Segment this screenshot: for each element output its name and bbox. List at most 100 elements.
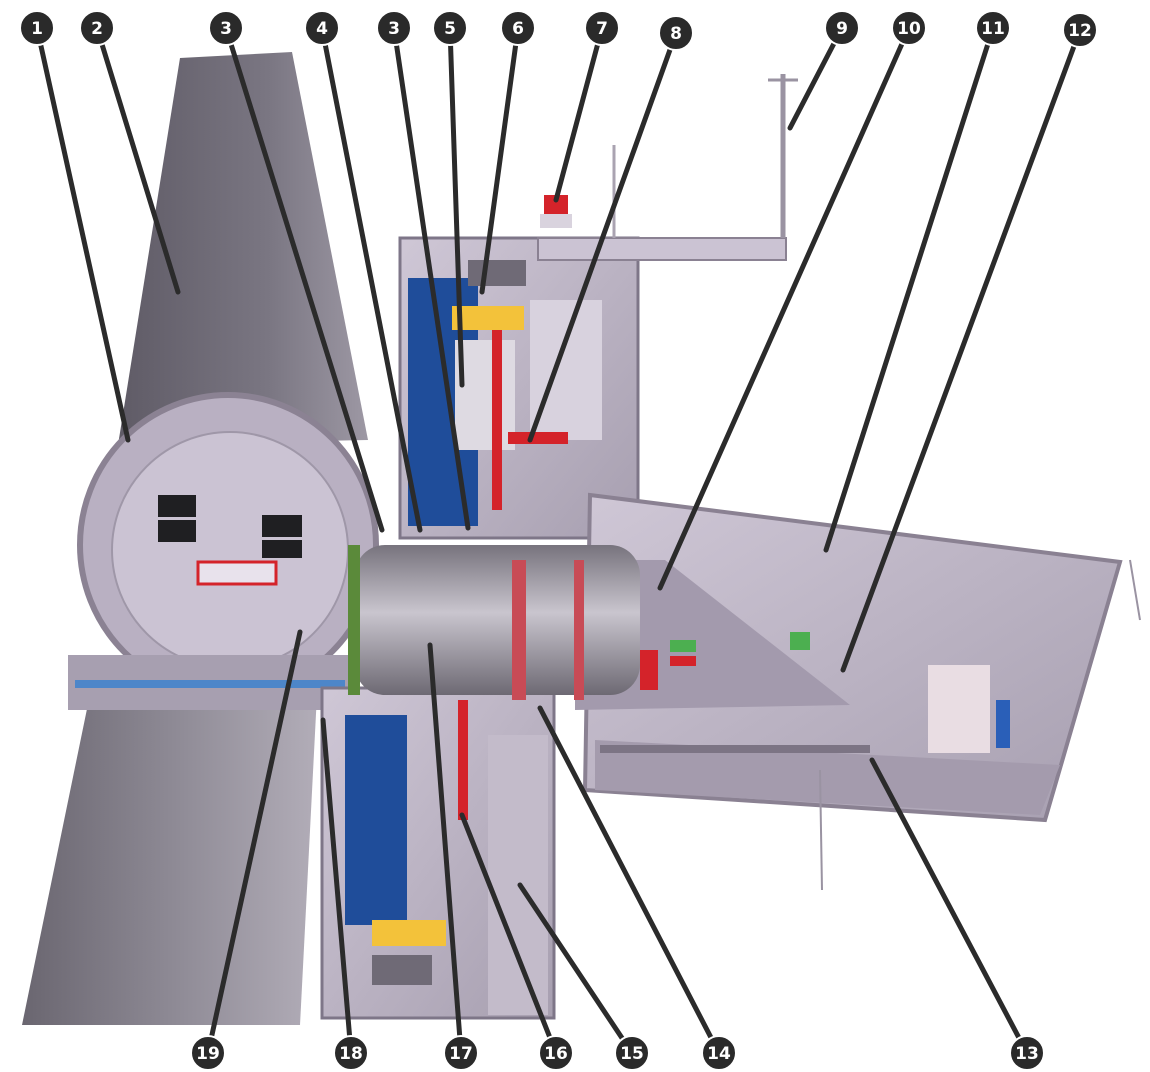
red-indicator: [670, 656, 696, 666]
leader-line-16: [459, 812, 559, 1056]
callout-number: 11: [981, 19, 1005, 39]
callout-number: 5: [444, 19, 456, 39]
leader-lines: [34, 25, 1083, 1056]
leader-line-5: [447, 25, 465, 388]
upper-blade: [118, 52, 368, 445]
callout-18: 18: [333, 1035, 369, 1071]
callout-badge: [1009, 1035, 1045, 1071]
tower-rod: [819, 769, 823, 891]
callout-badge: [79, 10, 115, 46]
hub-plate-right-upper: [262, 515, 302, 537]
callout-number: 1: [31, 19, 43, 39]
callout-number: 4: [316, 19, 328, 39]
lower-yellow-block: [372, 920, 446, 946]
upper-slide: [455, 340, 515, 450]
callout-badge: [376, 10, 412, 46]
leader-line-8: [527, 30, 679, 443]
callout-9: 9: [824, 10, 860, 46]
callout-badge: [1062, 12, 1098, 48]
callout-5: 5: [432, 10, 468, 46]
lower-blade: [22, 670, 318, 1025]
leader-line-14: [537, 705, 722, 1056]
callout-12: 12: [1062, 12, 1098, 48]
callout-badge: [975, 10, 1011, 46]
leader-line-19: [205, 629, 303, 1056]
rear-rail: [600, 745, 870, 753]
callout-2: 2: [79, 10, 115, 46]
leader-line-7: [553, 25, 605, 203]
leader-line-3: [223, 25, 385, 533]
callout-number: 14: [707, 1044, 731, 1064]
callout-17: 17: [443, 1035, 479, 1071]
callout-15: 15: [614, 1035, 650, 1071]
red-motor: [640, 650, 658, 690]
rear-floor: [595, 740, 1060, 815]
pitch-actuator: [196, 560, 278, 586]
callout-number: 13: [1015, 1044, 1039, 1064]
callout-number: 3: [220, 19, 232, 39]
blue-extinguisher: [996, 700, 1010, 748]
callout-badge: [333, 1035, 369, 1071]
gear-ring-right: [512, 560, 526, 700]
beacon-light: [544, 195, 568, 215]
rear-antenna: [1129, 559, 1141, 621]
callout-badge: [584, 10, 620, 46]
upper-top-fan: [468, 260, 526, 286]
leader-line-12: [840, 27, 1083, 673]
callout-number: 6: [512, 19, 524, 39]
callout-number: 9: [836, 19, 848, 39]
callout-badge: [443, 1035, 479, 1071]
callout-number: 12: [1068, 21, 1092, 41]
callout-badge: [891, 10, 927, 46]
callout-badge: [432, 10, 468, 46]
leader-line-4: [319, 25, 423, 533]
callout-16: 16: [538, 1035, 574, 1071]
gear-ring-left: [348, 545, 360, 695]
callout-7: 7: [584, 10, 620, 46]
upper-bright-panel: [530, 300, 602, 440]
callout-number: 3: [388, 19, 400, 39]
leader-line-3: [391, 25, 471, 531]
main-shaft: [355, 545, 640, 695]
callout-3: 3: [208, 10, 244, 46]
callout-badge: [824, 10, 860, 46]
hub-inner: [111, 431, 349, 669]
callout-badge: [614, 1035, 650, 1071]
callout-badge: [701, 1035, 737, 1071]
gear-ring-far: [574, 560, 584, 700]
callout-11: 11: [975, 10, 1011, 46]
leader-line-13: [869, 757, 1030, 1056]
callout-1: 1: [19, 10, 55, 46]
callout-number: 15: [620, 1044, 644, 1064]
roof-deck: [537, 237, 787, 261]
leader-line-18: [320, 717, 354, 1056]
callout-number: 8: [670, 24, 682, 44]
callout-number: 18: [339, 1044, 363, 1064]
callout-number: 10: [897, 19, 921, 39]
leader-line-2: [94, 25, 181, 295]
motor-red-bar: [508, 432, 568, 444]
callout-badge: [304, 10, 340, 46]
callout-badge: [208, 10, 244, 46]
leader-line-9: [787, 25, 845, 131]
callout-badge: [500, 10, 536, 46]
leader-line-15: [517, 882, 635, 1056]
callout-number: 7: [596, 19, 608, 39]
callout-badge: [19, 10, 55, 46]
hub-plate-right-lower: [262, 540, 302, 558]
leader-line-10: [657, 25, 912, 591]
callout-badge: [538, 1035, 574, 1071]
hub-blue-strip: [75, 680, 345, 688]
green-box: [790, 632, 810, 650]
callout-8: 8: [658, 15, 694, 51]
callout-badge: [190, 1035, 226, 1071]
upper-red-rail: [492, 330, 502, 510]
lower-panel: [488, 735, 548, 1015]
lower-red-rail: [458, 700, 468, 820]
leader-line-11: [823, 25, 996, 553]
callout-number: 2: [91, 19, 103, 39]
callout-number: 16: [544, 1044, 568, 1064]
